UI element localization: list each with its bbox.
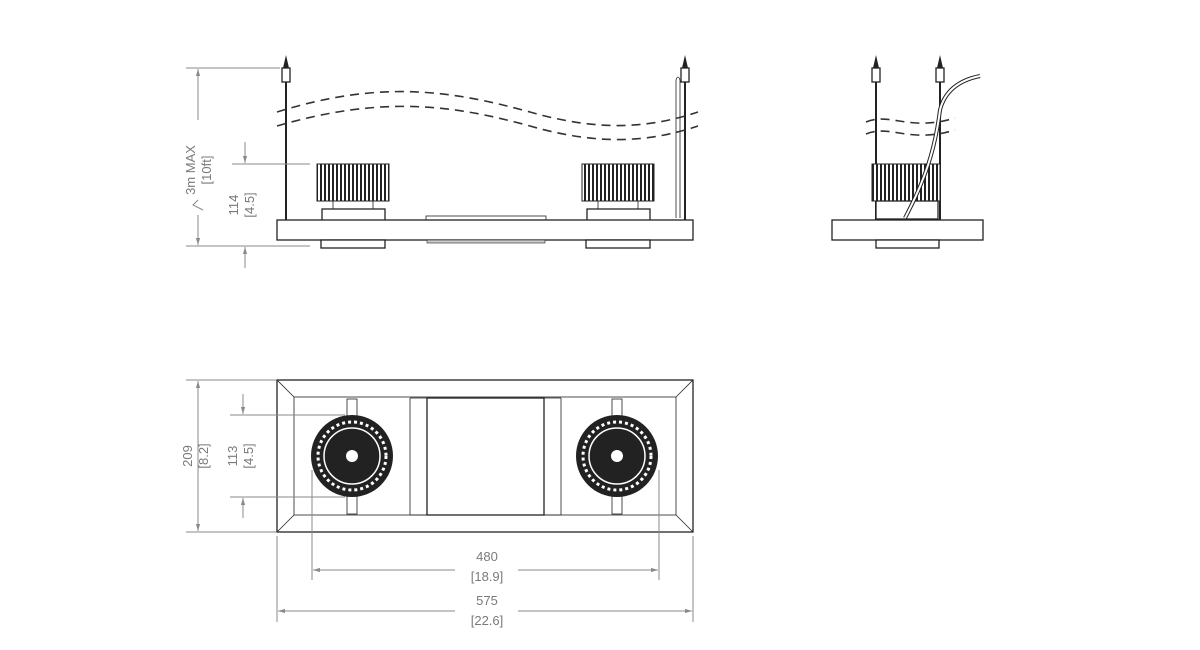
length-imperial: [22.6] [471, 613, 504, 628]
driver-compartment [426, 397, 545, 516]
lamp-spacing-label: 480 [476, 549, 498, 564]
body-height-label: 114 [226, 195, 241, 216]
body-height-imperial: [4.5] [242, 192, 257, 217]
width-label: 209 [180, 445, 195, 467]
heatsink-right [581, 163, 655, 202]
trim-right [585, 239, 651, 249]
length-label: 575 [476, 593, 498, 608]
break-line [276, 90, 699, 127]
lamp-diameter-imperial: [4.5] [241, 443, 256, 468]
lamp-mount-right [586, 208, 651, 222]
lamp-left [311, 398, 393, 515]
break-line [276, 105, 699, 141]
height-label-imperial: [10ft] [199, 156, 214, 185]
heatsink-left [316, 163, 390, 202]
suspension-rod-right [675, 55, 690, 220]
housing-plate [276, 219, 694, 241]
end-view [831, 55, 984, 249]
trim-left [320, 239, 386, 249]
lamp-spacing-imperial: [18.9] [471, 569, 504, 584]
height-label: 3m MAX [183, 145, 198, 195]
plan-view: 209 [8.2] 113 [4.5] 480 [18.9] 575 [22.6… [180, 379, 694, 628]
suspension-rod-left [281, 55, 291, 220]
side-view: 3m MAX [10ft] 114 [4.5] [183, 55, 699, 268]
heatsink [871, 163, 941, 202]
width-imperial: [8.2] [196, 443, 211, 468]
lamp-diameter-label: 113 [225, 446, 240, 467]
lamp-right [576, 398, 658, 515]
lamp-mount-left [321, 208, 386, 222]
